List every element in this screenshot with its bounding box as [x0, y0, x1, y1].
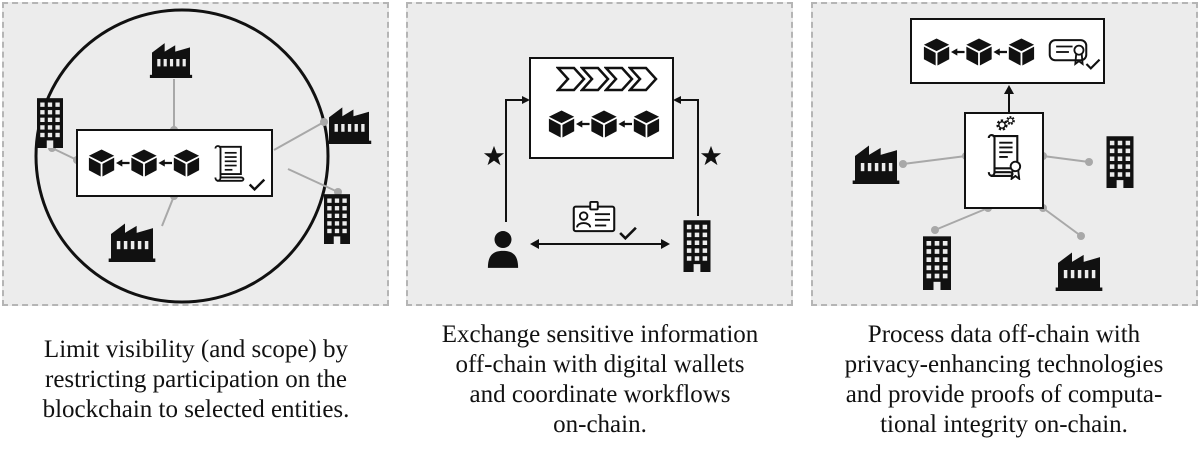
star-icon [700, 145, 722, 166]
person-icon [487, 231, 519, 268]
certificate-icon [1048, 39, 1088, 65]
office-building-icon [923, 236, 951, 290]
caption-off-chain-exchange: Exchange sensitive information off-chain… [441, 321, 759, 438]
arrowhead [522, 96, 530, 104]
factory-icon [108, 223, 156, 262]
off-chain-computation-diagram [852, 18, 1134, 291]
arrowhead [661, 239, 670, 249]
factory-icon [1055, 252, 1103, 291]
arrowhead [1004, 85, 1014, 94]
right-workflow-arrow [678, 99, 699, 216]
factory-icon [149, 43, 193, 78]
panel-off-chain-exchange [406, 2, 793, 306]
arrowhead [673, 96, 681, 104]
factory-icon [852, 145, 900, 184]
office-building-icon [1106, 136, 1134, 188]
panel-restricted-participation [2, 2, 389, 306]
caption-restricted-participation: Limit visibility (and scope) by restrict… [42, 336, 350, 423]
caption-off-chain-computation: Process data off-chain with privacy-enha… [844, 321, 1164, 438]
arrowhead [530, 239, 539, 249]
restricted-participation-diagram [34, 8, 372, 304]
star-icon [483, 145, 505, 166]
office-building-icon [324, 194, 350, 244]
office-building-icon [37, 98, 63, 148]
off-chain-exchange-diagram [483, 57, 722, 272]
checkmark-icon [618, 226, 638, 240]
id-card-icon [572, 201, 616, 233]
participation-boundary [34, 8, 330, 304]
factory-icon [326, 107, 372, 144]
office-building-icon [683, 220, 711, 272]
connectors [51, 79, 339, 227]
left-workflow-arrow [505, 99, 525, 222]
panel-off-chain-computation [811, 2, 1198, 306]
connectors [902, 155, 1090, 237]
